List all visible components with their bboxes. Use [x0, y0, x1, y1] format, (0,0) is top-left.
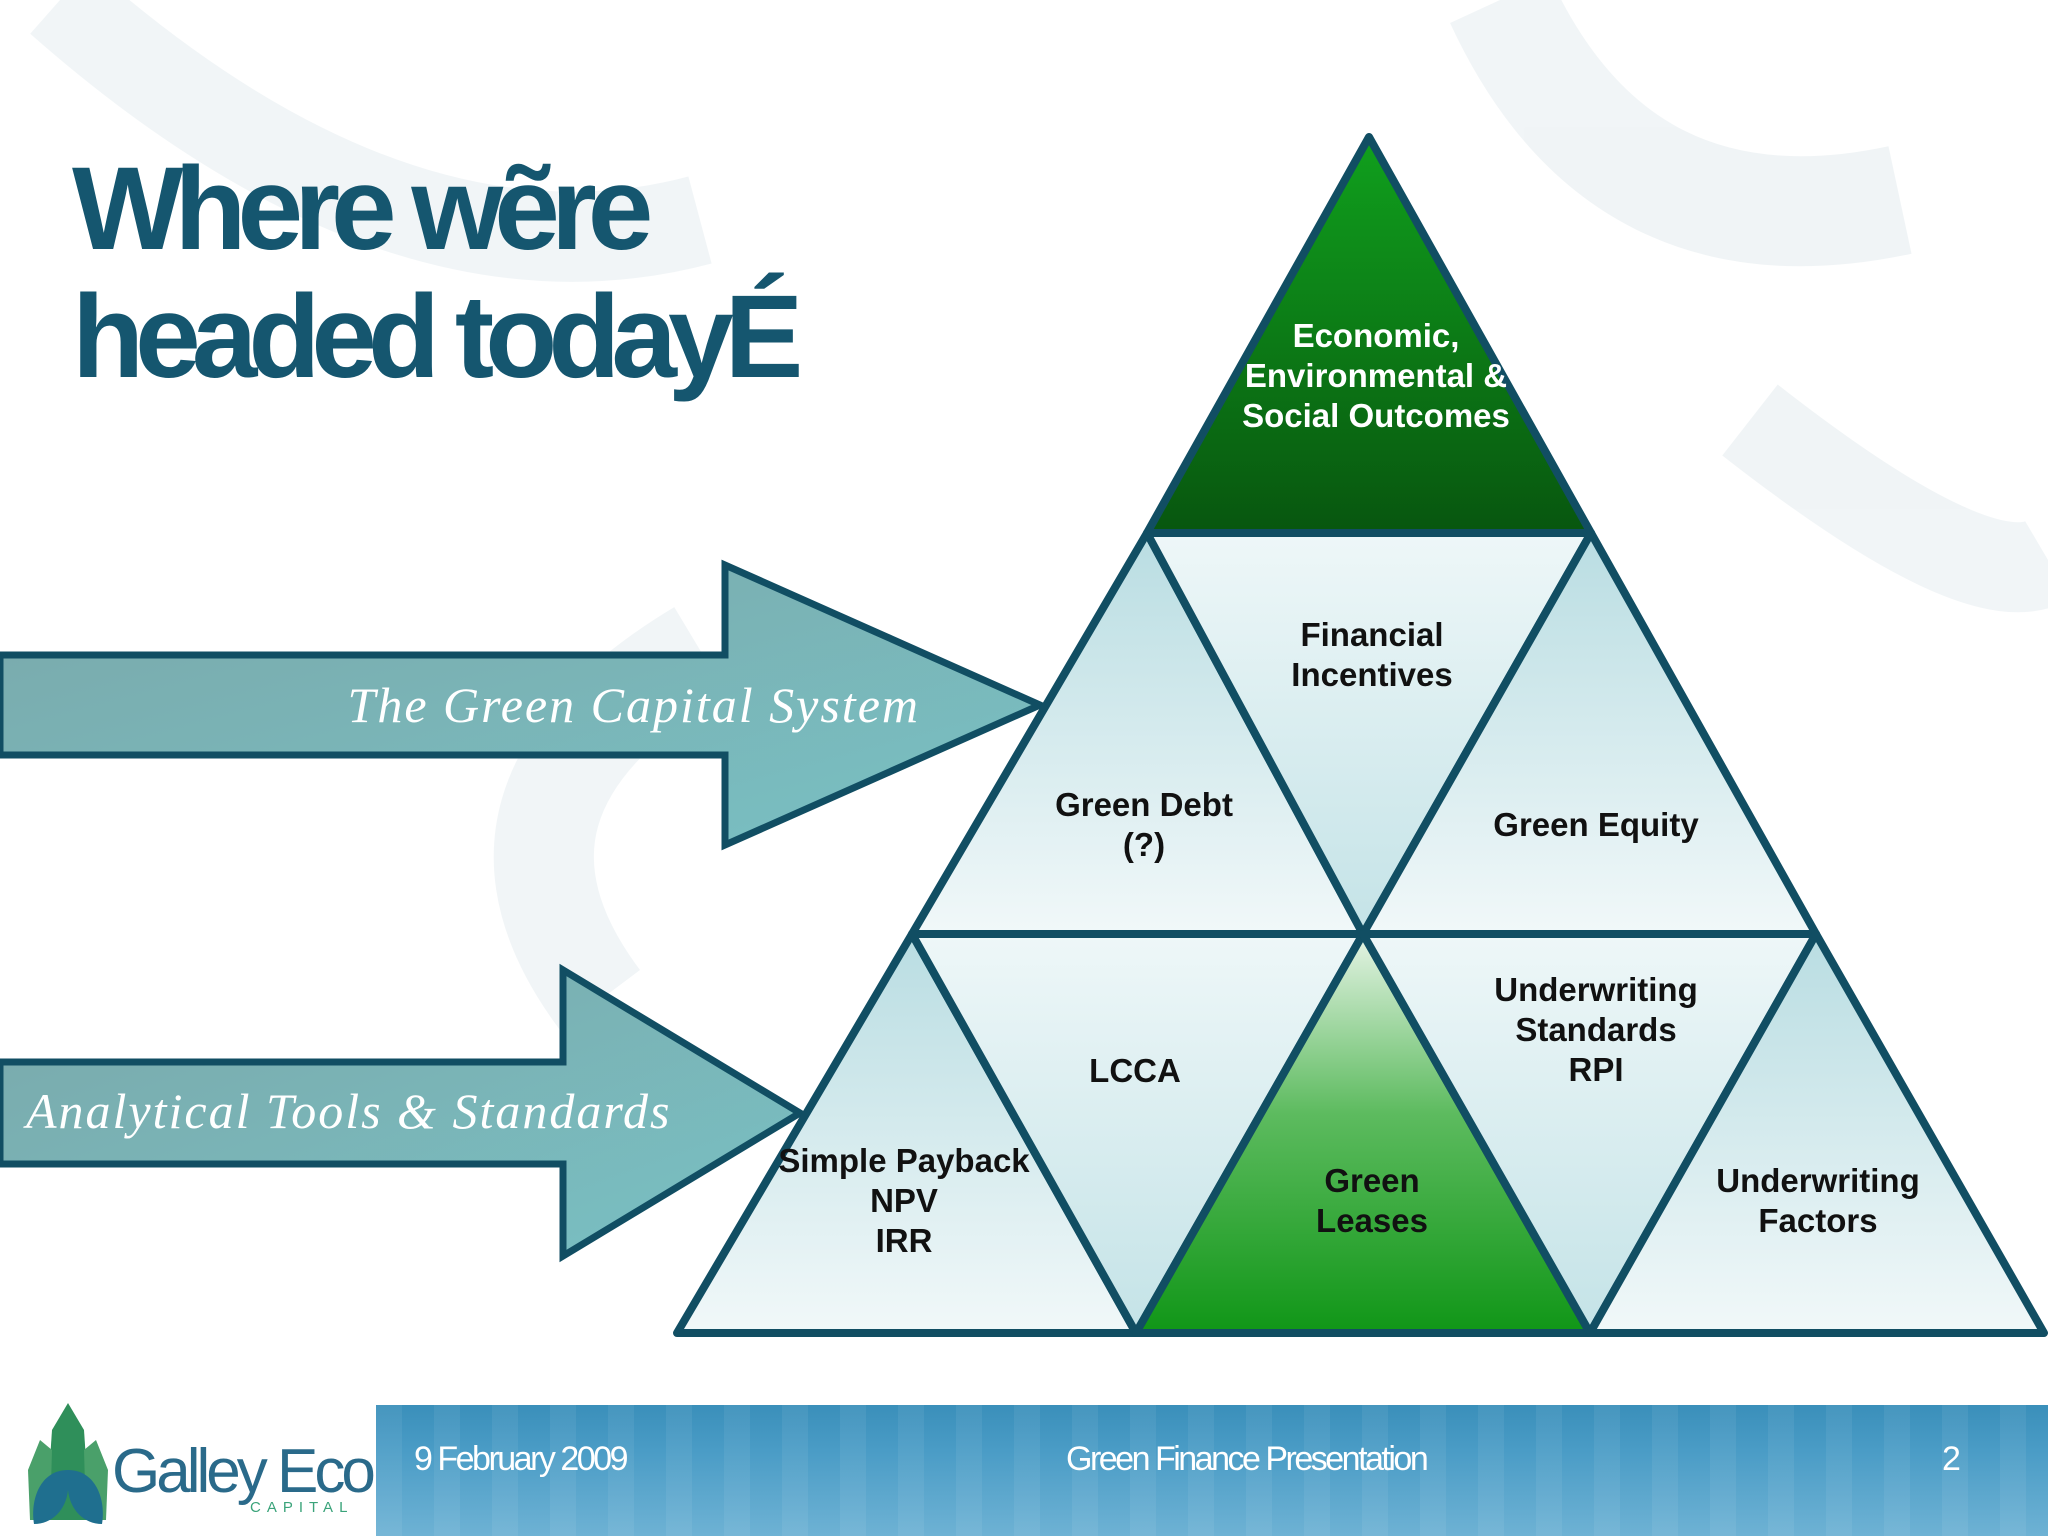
- arrow-label-green-capital: The Green Capital System: [348, 677, 920, 733]
- pyramid-label-apex: Economic,Environmental &Social Outcomes: [1242, 317, 1510, 434]
- arrow-analytical-tools: Analytical Tools & Standards: [0, 963, 807, 1263]
- pyramid-label-lcca: LCCA: [1089, 1052, 1181, 1089]
- pyramid-label-line: Green Equity: [1493, 806, 1699, 843]
- pyramid-label-green-debt: Green Debt(?): [1055, 786, 1233, 863]
- pyramid-label-green-equity: Green Equity: [1493, 806, 1699, 843]
- footer-date: 9 February 2009: [414, 1440, 629, 1478]
- pyramid-label-line: Incentives: [1291, 656, 1452, 693]
- logo-wordmark: Galley Eco: [112, 1437, 376, 1506]
- slide-title-line-2: headed todayÉ: [72, 271, 803, 403]
- pyramid-underwriting-factors: [1586, 930, 2048, 1337]
- arrow-green-capital-system: The Green Capital System: [0, 559, 1049, 851]
- pyramid-label-line: IRR: [876, 1222, 933, 1259]
- footer-skyline: [376, 1405, 2048, 1536]
- pyramid-label-line: Green Debt: [1055, 786, 1233, 823]
- pyramid-labels: Economic,Environmental &Social OutcomesF…: [778, 317, 1919, 1259]
- footer-bar: [376, 1405, 2048, 1536]
- arrow-label-analytical-tools: Analytical Tools & Standards: [23, 1083, 671, 1139]
- pyramid-label-line: NPV: [870, 1182, 938, 1219]
- pyramid-label-line: RPI: [1568, 1051, 1623, 1088]
- pyramid-label-line: Standards: [1515, 1011, 1676, 1048]
- pyramid-label-line: Social Outcomes: [1242, 397, 1510, 434]
- footer-page-number: 2: [1942, 1440, 1961, 1478]
- pyramid-label-line: Environmental &: [1245, 357, 1507, 394]
- slide-title-line-1: Where wẽre: [72, 143, 653, 275]
- footer-presentation-title: Green Finance Presentation: [1066, 1440, 1429, 1478]
- pyramid-label-line: Underwriting: [1716, 1162, 1920, 1199]
- pyramid-label-line: Simple Payback: [778, 1142, 1030, 1179]
- pyramid-label-line: Factors: [1758, 1202, 1877, 1239]
- pyramid-label-line: Leases: [1316, 1202, 1428, 1239]
- pyramid-label-line: LCCA: [1089, 1052, 1181, 1089]
- pyramid-label-line: Underwriting: [1494, 971, 1698, 1008]
- leaf-building-icon: [28, 1403, 108, 1524]
- logo-subtitle: CAPITAL: [250, 1499, 354, 1516]
- pyramid-label-line: Green: [1324, 1162, 1419, 1199]
- pyramid-label-line: Financial: [1300, 616, 1443, 653]
- pyramid-label-line: (?): [1123, 826, 1165, 863]
- pyramid-label-line: Economic,: [1293, 317, 1460, 354]
- pyramid-diagram: [673, 133, 2048, 1337]
